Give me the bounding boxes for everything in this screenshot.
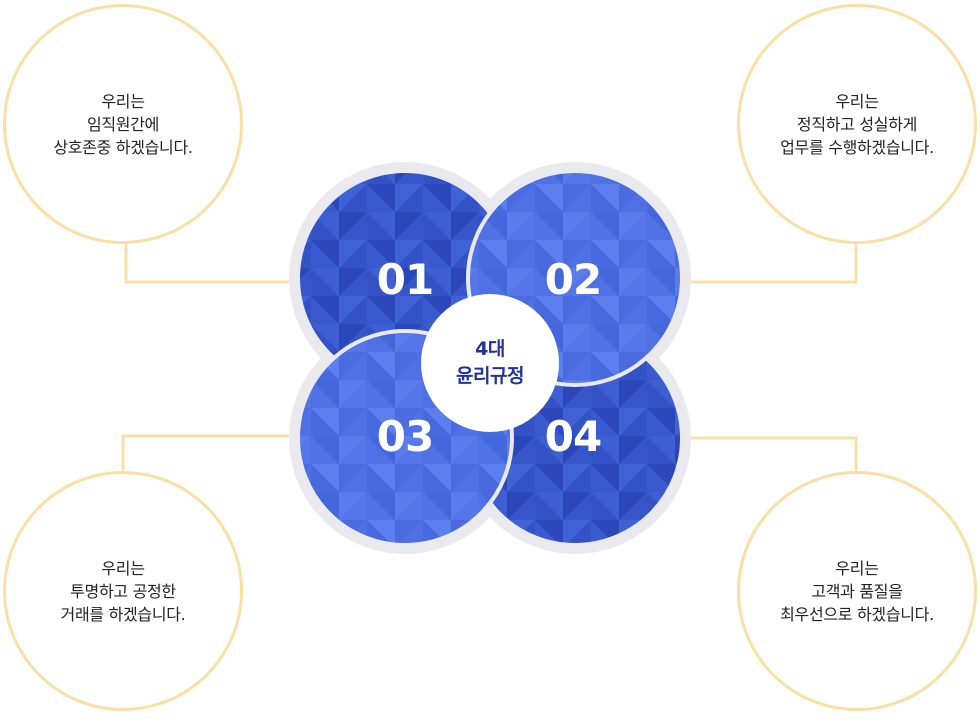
hub-line1: 4대: [475, 338, 505, 360]
principle-2-line3: 업무를 수행하겠습니다.: [780, 137, 934, 157]
principle-text-2: 우리는 정직하고 성실하게 업무를 수행하겠습니다.: [780, 90, 934, 159]
petal-number-1: 01: [376, 255, 434, 304]
principle-circle-1: 우리는 임직원간에 상호존중 하겠습니다.: [3, 4, 243, 244]
central-clover: 01 02 03 04 4대 윤리규정: [283, 156, 697, 570]
principle-text-3: 우리는 투명하고 공정한 거래를 하겠습니다.: [61, 557, 186, 626]
hub-line2: 윤리규정: [456, 365, 524, 387]
principle-1-line3: 상호존중 하겠습니다.: [53, 137, 193, 157]
petal-number-2: 02: [544, 255, 602, 304]
principle-2-line2: 정직하고 성실하게: [796, 114, 918, 134]
petal-number-3: 03: [376, 412, 434, 461]
principle-circle-3: 우리는 투명하고 공정한 거래를 하겠습니다.: [3, 471, 243, 711]
connector-3: [121, 434, 292, 474]
connector-2: [688, 242, 858, 284]
principle-3-line3: 거래를 하겠습니다.: [60, 604, 186, 624]
principle-text-1: 우리는 임직원간에 상호존중 하겠습니다.: [53, 90, 193, 159]
principle-text-4: 우리는 고객과 품질을 최우선으로 하겠습니다.: [780, 557, 934, 626]
principle-1-line2: 임직원간에: [86, 114, 160, 134]
principle-circle-4: 우리는 고객과 품질을 최우선으로 하겠습니다.: [737, 471, 977, 711]
principle-2-line1: 우리는: [835, 91, 879, 111]
principle-1-line1: 우리는: [101, 91, 145, 111]
center-hub: 4대 윤리규정: [421, 294, 559, 432]
principle-4-line1: 우리는: [835, 558, 879, 578]
principle-3-line1: 우리는: [101, 558, 145, 578]
connector-1: [124, 242, 292, 284]
principle-circle-2: 우리는 정직하고 성실하게 업무를 수행하겠습니다.: [737, 4, 977, 244]
connector-4: [688, 436, 858, 474]
principle-3-line2: 투명하고 공정한: [70, 581, 176, 601]
principle-4-line3: 최우선으로 하겠습니다.: [780, 604, 934, 624]
principle-4-line2: 고객과 품질을: [811, 581, 903, 601]
petal-number-4: 04: [544, 412, 602, 461]
